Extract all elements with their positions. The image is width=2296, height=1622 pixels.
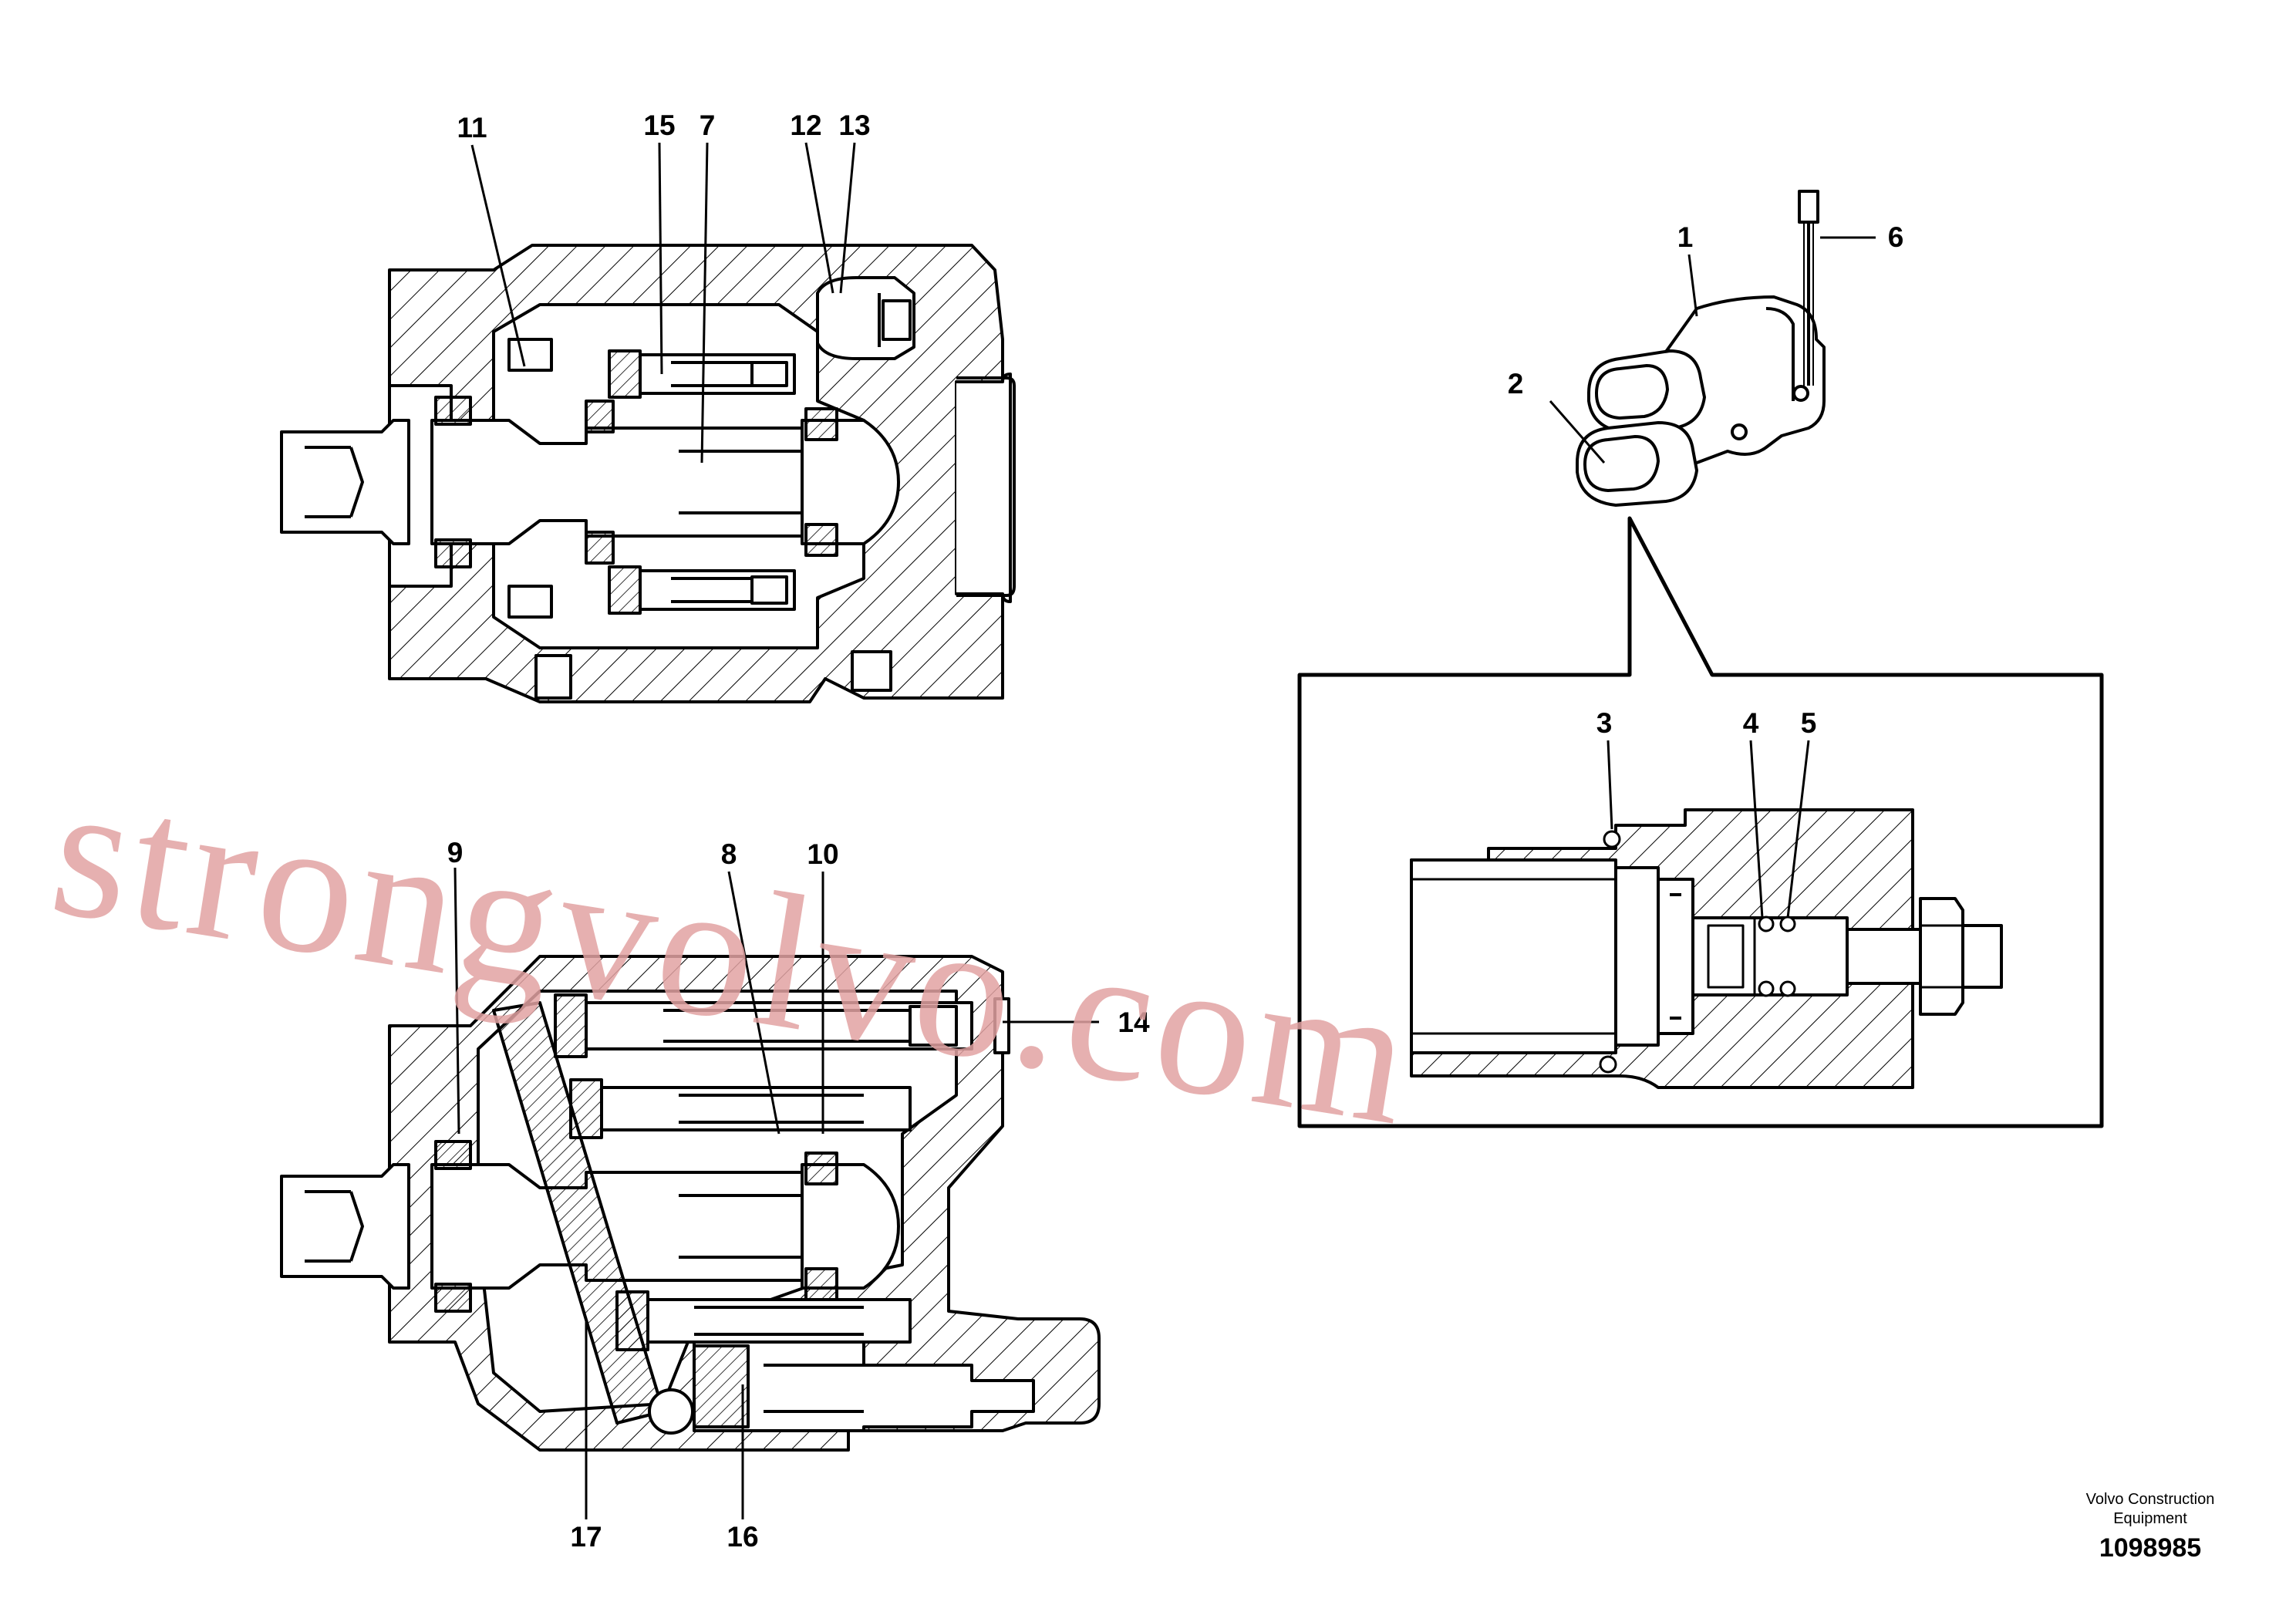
part-number: 1098985 [2099, 1533, 2201, 1563]
callout-12: 12 [790, 110, 821, 141]
callout-1: 1 [1677, 221, 1694, 253]
top-main-shaft [430, 419, 804, 545]
top-pump-section [280, 244, 1016, 703]
callout-3: 3 [1596, 707, 1613, 739]
valve-assembly [1576, 190, 1826, 507]
callout-6: 6 [1888, 221, 1904, 253]
callout-labels: 11 15 7 12 13 9 8 10 14 17 16 1 2 6 3 4 … [447, 110, 1904, 1553]
callout-4: 4 [1743, 707, 1759, 739]
callout-13: 13 [838, 110, 870, 141]
callout-15: 15 [643, 110, 675, 141]
bottom-pump-section [280, 955, 1101, 1452]
callout-14: 14 [1118, 1007, 1150, 1038]
callout-8: 8 [721, 838, 737, 870]
credit-line-1: Volvo Construction [2086, 1491, 2215, 1508]
callout-5: 5 [1801, 707, 1817, 739]
detail-view [1297, 516, 2104, 1128]
callout-7: 7 [700, 110, 716, 141]
callout-9: 9 [447, 837, 464, 868]
leader-lines [453, 142, 1876, 1519]
callout-16: 16 [727, 1521, 758, 1553]
top-rear-plug [956, 373, 1012, 603]
callout-2: 2 [1508, 368, 1524, 400]
callout-11: 11 [457, 112, 487, 143]
bottom-drive-shaft [280, 1163, 410, 1290]
top-drive-shaft [280, 419, 410, 545]
callout-10: 10 [807, 838, 838, 870]
callout-17: 17 [570, 1521, 602, 1553]
credit-line-2: Equipment [2113, 1510, 2187, 1527]
valve-bolt [1798, 190, 1819, 224]
